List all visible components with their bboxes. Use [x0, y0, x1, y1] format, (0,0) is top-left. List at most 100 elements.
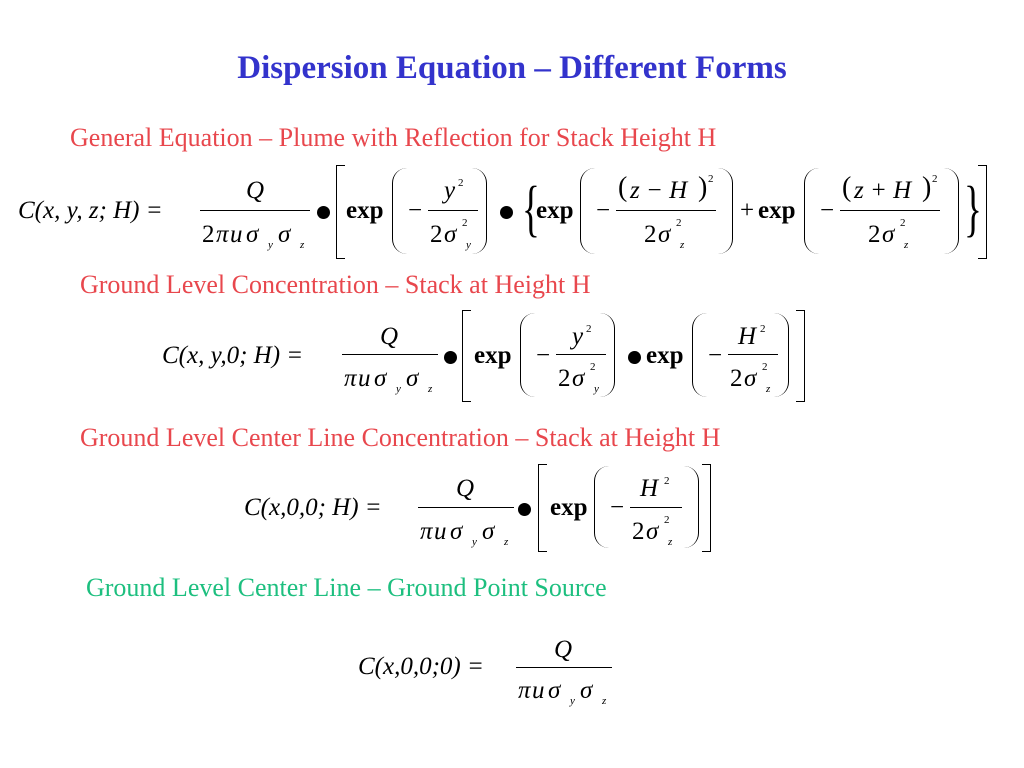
- exp-label: exp: [646, 342, 684, 369]
- dot-operator: [444, 351, 457, 364]
- minus: −: [820, 197, 835, 224]
- dot-operator: [628, 351, 641, 364]
- exp-label: exp: [346, 197, 384, 224]
- den-pi: π: [518, 677, 531, 704]
- minus: −: [536, 342, 551, 369]
- num-H: H: [640, 475, 659, 502]
- right-bracket: [796, 310, 805, 402]
- den-two: 2: [868, 221, 881, 248]
- sub-y: y: [396, 383, 401, 395]
- fraction-bar: [428, 210, 478, 211]
- sub-y: y: [594, 383, 599, 395]
- sub-y: y: [466, 239, 471, 251]
- num-y: y: [444, 177, 456, 204]
- left-paren: [804, 168, 819, 254]
- right-brace: }: [963, 175, 982, 243]
- eq3-num: Q: [456, 475, 475, 502]
- den-pi: π: [216, 221, 229, 248]
- section-heading-center-line: Ground Level Center Line Concentration –…: [80, 423, 721, 452]
- left-paren: [392, 168, 407, 254]
- den-u: u: [434, 518, 447, 545]
- den-sigma-y: σ: [548, 677, 561, 704]
- sup-2: 2: [676, 217, 682, 229]
- fraction-bar: [630, 507, 682, 508]
- den-sigma-y: σ: [374, 365, 387, 392]
- right-paren: [774, 313, 789, 397]
- left-paren: [520, 313, 535, 397]
- fraction-bar: [616, 210, 716, 211]
- eq3-lhs: C(x,0,0; H) =: [244, 494, 382, 521]
- den-sigma: σ: [744, 365, 757, 392]
- den-two: 2: [730, 365, 743, 392]
- sup-2: 2: [760, 323, 766, 335]
- sup-2: 2: [590, 361, 596, 373]
- minus: −: [408, 197, 423, 224]
- exp-label: exp: [758, 197, 796, 224]
- den-sigma-z: σ: [406, 365, 419, 392]
- eq2-num: Q: [380, 323, 399, 350]
- left-paren-small: (: [842, 172, 852, 203]
- left-paren: [692, 313, 707, 397]
- left-paren: [580, 168, 595, 254]
- dot-operator: [500, 206, 513, 219]
- num-H: H: [738, 323, 757, 350]
- minus: −: [596, 197, 611, 224]
- fraction-bar: [840, 210, 940, 211]
- left-brace: {: [521, 175, 540, 243]
- den-sigma-z: σ: [278, 221, 291, 248]
- section-heading-ground-point-source: Ground Level Center Line – Ground Point …: [86, 573, 607, 602]
- den-sigma: σ: [646, 518, 659, 545]
- minus: −: [610, 494, 625, 521]
- right-paren: [600, 313, 615, 397]
- fraction-bar: [200, 210, 310, 211]
- section-heading-general: General Equation – Plume with Reflection…: [70, 123, 717, 152]
- den-two: 2: [430, 221, 443, 248]
- sub-y: y: [472, 536, 477, 548]
- sup-2: 2: [932, 173, 938, 185]
- den-sigma: σ: [658, 221, 671, 248]
- left-bracket: [336, 165, 345, 259]
- eq4-num: Q: [554, 636, 573, 663]
- eq2-lhs: C(x, y,0; H) =: [162, 342, 304, 369]
- right-paren: [472, 168, 487, 254]
- sup-2: 2: [708, 173, 714, 185]
- sub-z: z: [428, 383, 433, 395]
- sup-2: 2: [458, 177, 464, 189]
- eq4-lhs: C(x,0,0;0) =: [358, 653, 484, 680]
- page-title: Dispersion Equation – Different Forms: [237, 50, 787, 86]
- den-sigma-z: σ: [580, 677, 593, 704]
- sub-z: z: [904, 239, 909, 251]
- sup-2: 2: [664, 514, 670, 526]
- den-two: 2: [644, 221, 657, 248]
- den-two: 2: [632, 518, 645, 545]
- num-y: y: [572, 323, 584, 350]
- fraction-bar: [418, 507, 514, 508]
- sub-z: z: [504, 536, 509, 548]
- eq1-lhs: C(x, y, z; H) =: [18, 197, 163, 224]
- left-paren-small: (: [618, 172, 628, 203]
- den-sigma-z: σ: [482, 518, 495, 545]
- den-pi: π: [420, 518, 433, 545]
- exp-label: exp: [536, 197, 574, 224]
- sup-2: 2: [586, 323, 592, 335]
- den-sigma-y: σ: [246, 221, 259, 248]
- den-sigma: σ: [882, 221, 895, 248]
- den-sigma: σ: [444, 221, 457, 248]
- fraction-bar: [342, 354, 438, 355]
- eq1-num: Q: [246, 177, 265, 204]
- den-u: u: [532, 677, 545, 704]
- sup-2: 2: [762, 361, 768, 373]
- right-paren-small: ): [698, 172, 708, 203]
- den-sigma-y: σ: [450, 518, 463, 545]
- sub-z: z: [668, 536, 673, 548]
- exp-label: exp: [474, 342, 512, 369]
- den-sigma: σ: [572, 365, 585, 392]
- den-u: u: [358, 365, 371, 392]
- den-two: 2: [202, 221, 215, 248]
- right-paren-small: ): [922, 172, 932, 203]
- sup-2: 2: [900, 217, 906, 229]
- section-heading-ground-level: Ground Level Concentration – Stack at He…: [80, 270, 591, 299]
- fraction-bar: [516, 667, 612, 668]
- exp-label: exp: [550, 494, 588, 521]
- left-bracket: [538, 464, 547, 552]
